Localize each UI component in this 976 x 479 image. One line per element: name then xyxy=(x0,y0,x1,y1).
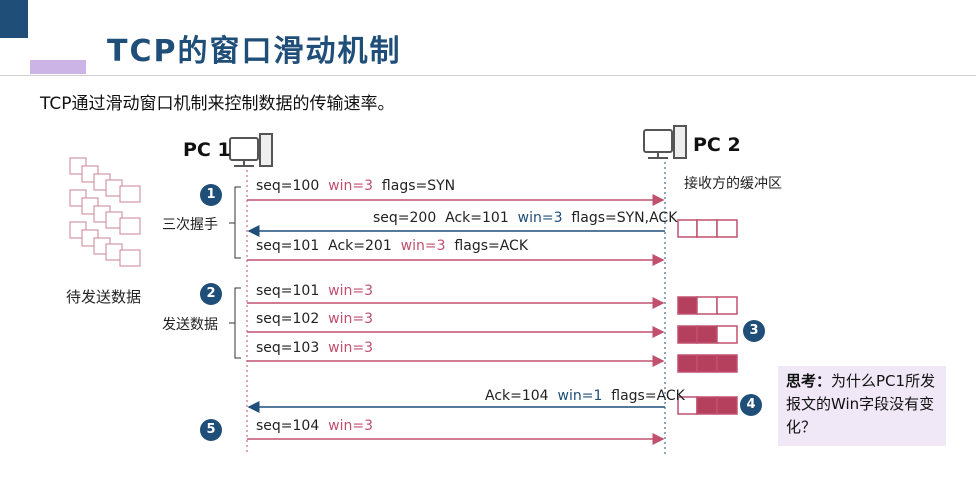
corner-accent xyxy=(0,0,28,38)
pc1-label: PC 1 xyxy=(183,139,231,161)
message-seq200: seq=200 Ack=101 win=3 flags=SYN,ACK xyxy=(373,210,678,226)
message-seq101-ack: seq=101 Ack=201 win=3 flags=ACK xyxy=(256,238,529,254)
send-data-label: 发送数据 xyxy=(162,317,218,333)
step-1-badge: 1 xyxy=(200,184,222,206)
step-2-badge: 2 xyxy=(200,283,222,305)
step-3-badge: 3 xyxy=(743,320,765,342)
title-divider xyxy=(0,75,976,76)
think-label: 思考： xyxy=(786,372,832,390)
buffer-one-filled xyxy=(677,296,738,315)
message-seq102: seq=102 win=3 xyxy=(256,311,374,327)
page-title: TCP的窗口滑动机制 xyxy=(107,34,402,69)
send-bracket xyxy=(229,287,241,359)
buffer-full xyxy=(677,354,738,373)
pending-data-stacks xyxy=(69,157,141,267)
think-text: 为什么PC1所发报文的Win字段没有变化？ xyxy=(786,372,936,436)
message-seq101: seq=101 win=3 xyxy=(256,283,374,299)
buffer-empty xyxy=(677,219,738,238)
think-box: 思考：为什么PC1所发报文的Win字段没有变化？ xyxy=(778,366,946,446)
message-seq104: seq=104 win=3 xyxy=(256,418,374,434)
buffer-one-free xyxy=(677,396,738,415)
step-4-badge: 4 xyxy=(740,394,762,416)
title-accent-bar xyxy=(30,60,86,74)
pending-data-label: 待发送数据 xyxy=(66,288,142,306)
message-ack104: Ack=104 win=1 flags=ACK xyxy=(485,388,685,404)
page-subtitle: TCP通过滑动窗口机制来控制数据的传输速率。 xyxy=(40,94,395,114)
buffer-two-filled xyxy=(677,325,738,344)
handshake-label: 三次握手 xyxy=(162,217,218,233)
pc2-label: PC 2 xyxy=(693,134,741,156)
step-5-badge: 5 xyxy=(200,419,222,441)
message-seq100: seq=100 win=3 flags=SYN xyxy=(256,178,456,194)
message-seq103: seq=103 win=3 xyxy=(256,340,374,356)
handshake-bracket xyxy=(229,186,241,259)
computer-icon xyxy=(229,133,273,167)
buffer-label: 接收方的缓冲区 xyxy=(684,176,782,192)
computer-icon xyxy=(643,125,687,159)
